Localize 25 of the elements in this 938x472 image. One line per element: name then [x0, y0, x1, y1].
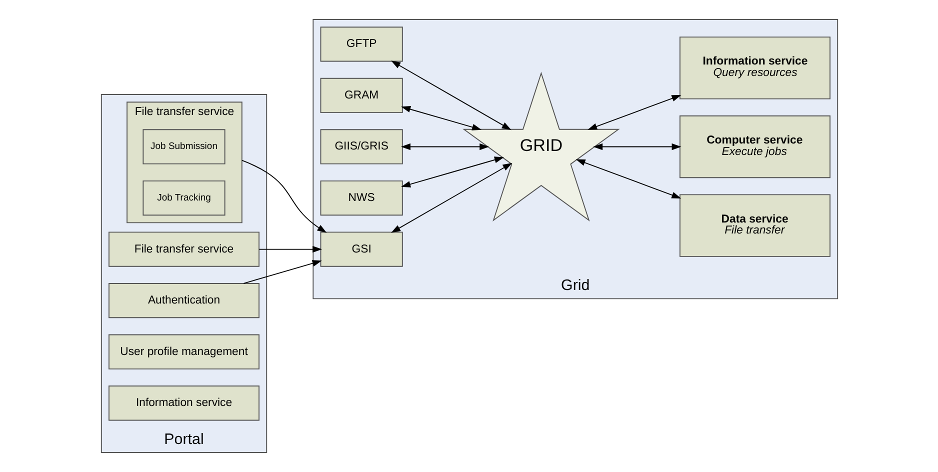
node-box: Authentication	[108, 283, 259, 318]
node-box: Information service	[108, 386, 259, 421]
arrow	[390, 162, 512, 233]
node-box: Information service Query resources	[679, 36, 830, 100]
arrow	[258, 246, 322, 253]
node-box: Computer service Execute jobs	[679, 115, 830, 178]
arrow	[575, 159, 681, 198]
arrow	[400, 143, 489, 150]
node-box: NWS	[320, 180, 402, 216]
node-box: Job Submission	[142, 129, 225, 164]
arrow	[587, 95, 681, 130]
arrow	[390, 60, 511, 130]
arrow	[240, 160, 326, 233]
node-box: Job Tracking	[142, 180, 225, 216]
node-box: File transfer service	[108, 232, 259, 267]
arrow	[592, 143, 681, 150]
arrow	[242, 260, 322, 284]
node-box: GSI	[320, 232, 402, 267]
node-box: GIIS/GRIS	[320, 129, 402, 164]
node-box: User profile management	[108, 334, 259, 370]
node-box: GFTP	[320, 26, 402, 62]
arrow	[400, 106, 482, 130]
node-box: GRAM	[320, 78, 402, 114]
node-box: Data service File transfer	[679, 194, 830, 257]
arrow	[400, 156, 504, 188]
